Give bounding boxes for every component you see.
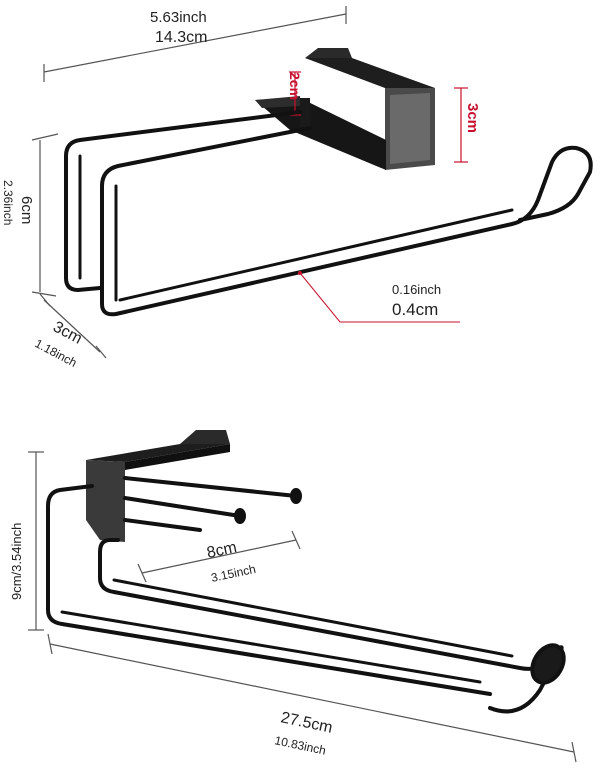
height-dimension: 6cm 2.36inch (1, 133, 59, 297)
bottom-view: 9cm/3.54inch 8cm 3.15inch 27.5cm 10.83in… (9, 430, 577, 763)
bottom-height-dimension: 9cm/3.54inch (9, 451, 44, 631)
wire-thickness-callout: 0.16inch 0.4cm (298, 271, 460, 323)
wire-frame (64, 110, 593, 317)
bottom-length-cm-label: 27.5cm (279, 709, 334, 737)
clip-gap-label: 2cm (287, 72, 303, 100)
bottom-rods (123, 476, 302, 532)
bottom-wire-frame (46, 484, 566, 714)
bottom-mounting-clip (86, 430, 230, 542)
depth-dimension: 3cm 1.18inch (33, 293, 107, 370)
bottom-spacing-cm-label: 8cm (205, 539, 238, 562)
bottom-height-label: 9cm/3.54inch (9, 523, 24, 600)
clip-height-label: 3cm (464, 103, 481, 133)
height-cm-label: 6cm (18, 196, 35, 224)
clip-height-dimension: 3cm (454, 87, 481, 163)
width-inch-label: 5.63inch (150, 9, 207, 26)
mounting-clip (255, 48, 435, 170)
bottom-length-inch-label: 10.83inch (273, 733, 327, 758)
depth-cm-label: 3cm (50, 319, 85, 348)
height-inch-label: 2.36inch (1, 180, 15, 225)
bottom-spacing-dimension: 8cm 3.15inch (137, 530, 301, 585)
width-cm-label: 14.3cm (155, 29, 207, 46)
top-view: 5.63inch 14.3cm 2cm 3cm (1, 6, 593, 370)
bottom-spacing-inch-label: 3.15inch (210, 562, 257, 585)
wire-cm-label: 0.4cm (392, 300, 438, 319)
width-dimension: 5.63inch 14.3cm (43, 6, 347, 82)
wire-inch-label: 0.16inch (392, 282, 441, 297)
